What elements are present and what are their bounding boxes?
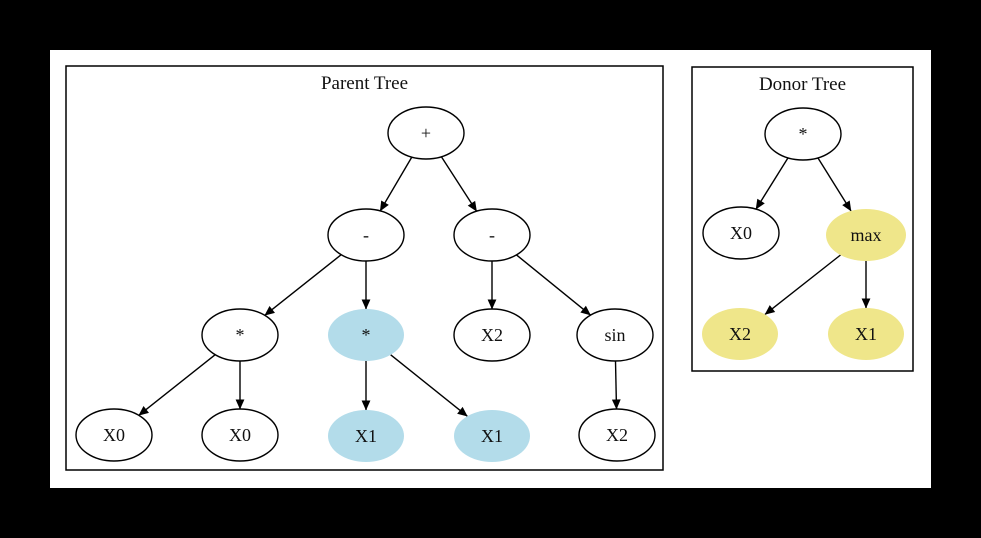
parent-tree-node-sin [576,308,654,362]
donor-tree-node-max-label: max [851,225,882,245]
parent-tree-node-x2-lower-label: X2 [606,425,628,445]
donor-tree-node-x0 [702,206,780,260]
parent-tree-node-x1-b-label: X1 [481,426,503,446]
donor-tree-node-x2 [702,308,778,360]
parent-tree-node-minus-left [327,208,405,262]
edge-plus-minus-left [379,156,413,212]
parent-tree-box [65,65,664,471]
edge-mul-max [817,157,852,212]
parent-tree-node-mul-sub-label: * [362,325,371,345]
donor-tree-node-max [826,209,906,261]
parent-tree-node-x0-a-label: X0 [103,425,125,445]
edge-mul-left-x0-a [138,354,216,416]
parent-tree-node-minus-right [453,208,531,262]
donor-tree-box [691,66,914,372]
edge-max-x2 [764,254,841,315]
edge-minus-right-sin [516,254,591,316]
parent-tree-node-x2-upper-label: X2 [481,325,503,345]
donor-tree-node-x1 [828,308,904,360]
parent-tree-node-mul-left-label: * [236,325,245,345]
edge-minus-left-mul-left [264,254,342,316]
donor-tree-node-mul [764,107,842,161]
donor-tree-node-x0-label: X0 [730,223,752,243]
edge-mul-x0 [755,157,789,210]
parent-tree-node-minus-right-label: - [489,225,495,245]
parent-tree-node-x1-a-label: X1 [355,426,377,446]
edge-sin-x2-lower [611,360,621,410]
parent-tree-node-x2-upper [453,308,531,362]
parent-tree-title: Parent Tree [321,73,408,94]
parent-tree-node-mul-left [201,308,279,362]
parent-tree-node-x0-b-label: X0 [229,425,251,445]
parent-tree-node-plus-label: + [421,123,431,143]
edge-plus-minus-right [440,156,478,212]
edge-mul-sub-x1-b [390,354,468,417]
parent-tree-node-x2-lower [578,408,656,462]
parent-tree-node-sin-label: sin [604,325,625,345]
parent-tree-node-minus-left-label: - [363,225,369,245]
parent-tree-node-plus [387,106,465,160]
parent-tree-node-x0-a [75,408,153,462]
donor-tree-title: Donor Tree [759,74,846,95]
parent-tree-node-x0-b [201,408,279,462]
parent-tree-node-x1-b [454,410,530,462]
donor-tree-node-x1-label: X1 [855,324,877,344]
donor-tree-node-mul-label: * [799,124,808,144]
parent-tree-node-x1-a [328,410,404,462]
donor-tree-node-x2-label: X2 [729,324,751,344]
parent-tree-node-mul-sub [328,309,404,361]
